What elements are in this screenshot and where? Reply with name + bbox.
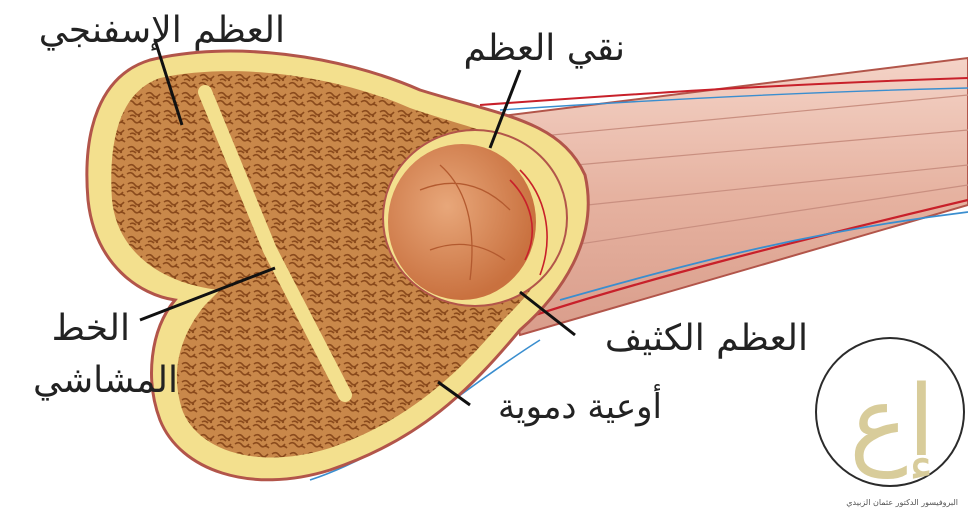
bone-marrow-region <box>383 130 567 306</box>
label-epiphyseal-line-2: المشاشي <box>33 360 178 401</box>
logo-caption: البروفيسور الدكتور عثمان الزبيدي <box>846 498 958 507</box>
label-epiphyseal-line-1: الخط <box>52 308 130 349</box>
label-cancellous-bone: العظم الإسفنجي <box>39 10 285 51</box>
label-blood-vessels: أوعية دموية <box>498 384 662 427</box>
label-compact-bone: العظم الكثيف <box>605 318 808 359</box>
author-logo: إع البروفيسور الدكتور عثمان الزبيدي <box>816 338 964 507</box>
logo-glyph: إع <box>849 365 935 480</box>
label-bone-marrow: نقي العظم <box>463 28 625 69</box>
